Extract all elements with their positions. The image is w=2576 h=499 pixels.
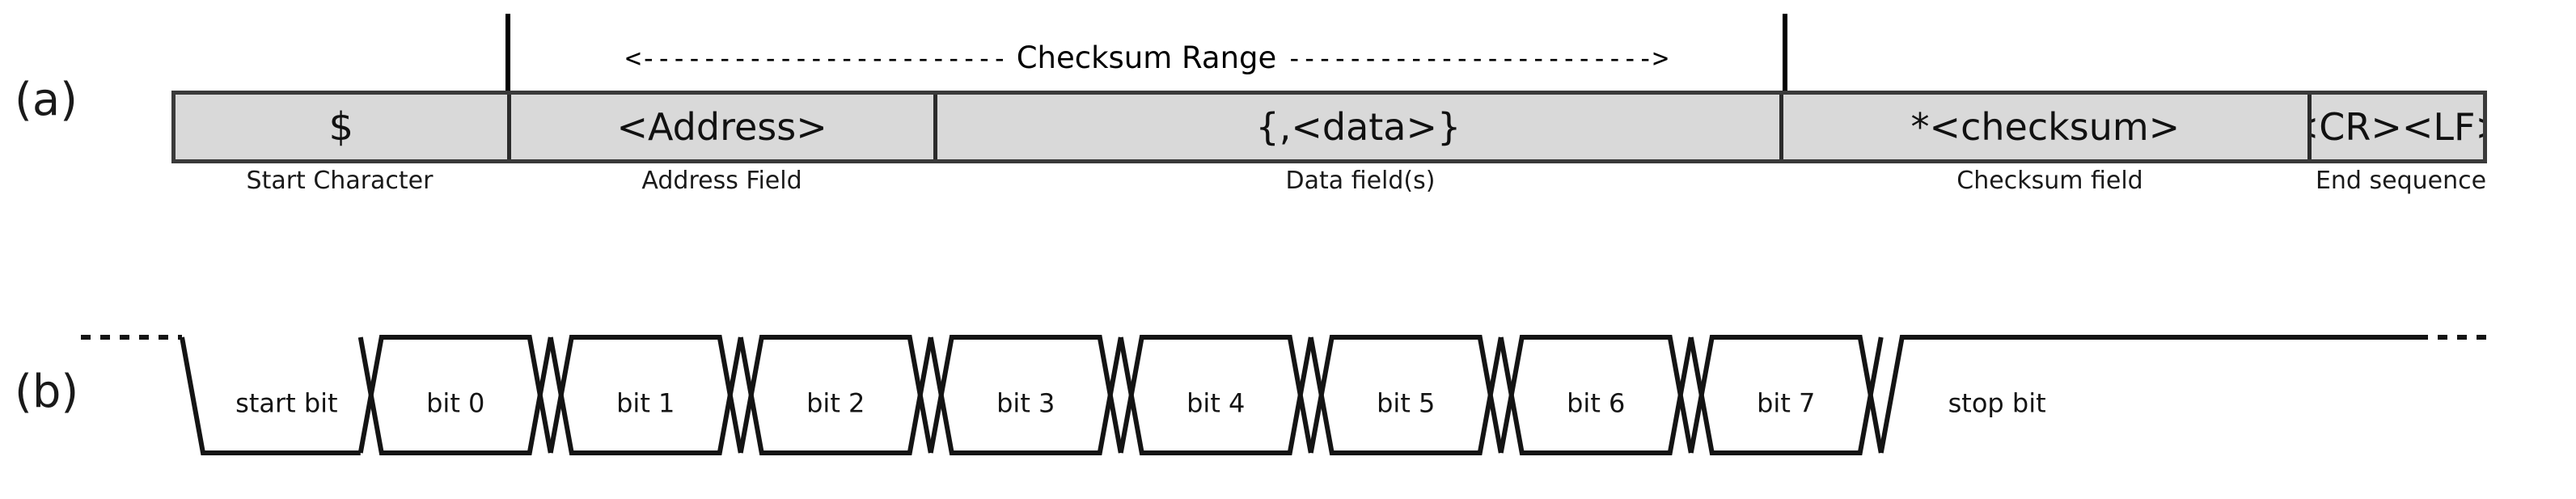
panel-b-uart-timing: (b) start bit bit 0 bit 1 bit 2 bit 3 bit 4 bi… xyxy=(0,307,2576,499)
bit-cell-label: bit 6 xyxy=(1567,388,1625,419)
checksum-range-end-tick xyxy=(1783,14,1787,93)
field-value-start-character: $ xyxy=(328,104,354,150)
bit-cell-label: stop bit xyxy=(1948,388,2046,419)
arrow-right-icon: > xyxy=(1652,41,1669,74)
field-cell-checksum: *<checksum> xyxy=(1783,95,2312,159)
arrow-left-icon: < xyxy=(624,41,641,74)
field-cell-address: <Address> xyxy=(510,95,937,159)
waveform-labels: start bit bit 0 bit 1 bit 2 bit 3 bit 4 bit 5 b… xyxy=(235,388,2045,419)
dash-line-right: ------------------------ xyxy=(1286,41,1653,74)
bit-cell-label: bit 0 xyxy=(426,388,484,419)
bit-cell-label: bit 3 xyxy=(996,388,1055,419)
caption-address-field: Address Field xyxy=(641,167,802,195)
bit-cell-label: start bit xyxy=(235,388,337,419)
field-cell-start-character: $ xyxy=(176,95,511,159)
bit-cell-label: bit 7 xyxy=(1757,388,1815,419)
caption-end-sequence: End sequence xyxy=(2315,167,2487,195)
field-value-data: {,<data>} xyxy=(1255,105,1461,149)
caption-checksum-field: Checksum field xyxy=(1956,167,2143,195)
field-value-checksum: *<checksum> xyxy=(1910,105,2181,149)
panel-label-b: (b) xyxy=(15,366,79,418)
field-caption-row: Start Character Address Field Data field… xyxy=(171,167,2487,205)
caption-start-character: Start Character xyxy=(246,167,434,195)
caption-data-fields: Data field(s) xyxy=(1285,167,1436,195)
field-cell-end-sequence: <CR><LF> xyxy=(2311,95,2483,159)
checksum-range-annotation: <------------------------Checksum Range-… xyxy=(508,39,1785,76)
checksum-range-label: Checksum Range xyxy=(1016,40,1277,75)
panel-label-a: (a) xyxy=(15,74,78,126)
dash-line-left: ------------------------ xyxy=(640,41,1008,74)
bit-cell-label: bit 4 xyxy=(1186,388,1245,419)
field-value-end-sequence: <CR><LF> xyxy=(2312,105,2483,149)
checksum-range-start-tick xyxy=(505,14,510,93)
field-value-address: <Address> xyxy=(616,105,827,149)
field-cell-data: {,<data>} xyxy=(937,95,1784,159)
bit-cell-label: bit 2 xyxy=(806,388,865,419)
waveform-paths xyxy=(81,335,2491,455)
bit-cell-label: bit 1 xyxy=(616,388,675,419)
uart-waveform: start bit bit 0 bit 1 bit 2 bit 3 bit 4 bit 5 b… xyxy=(81,335,2491,455)
panel-a-sentence-structure: (a) <------------------------Checksum Ra… xyxy=(0,0,2576,243)
bit-cell-label: bit 5 xyxy=(1377,388,1435,419)
nmea-sentence-table: $ <Address> {,<data>} *<checksum> <CR><L… xyxy=(171,91,2487,163)
